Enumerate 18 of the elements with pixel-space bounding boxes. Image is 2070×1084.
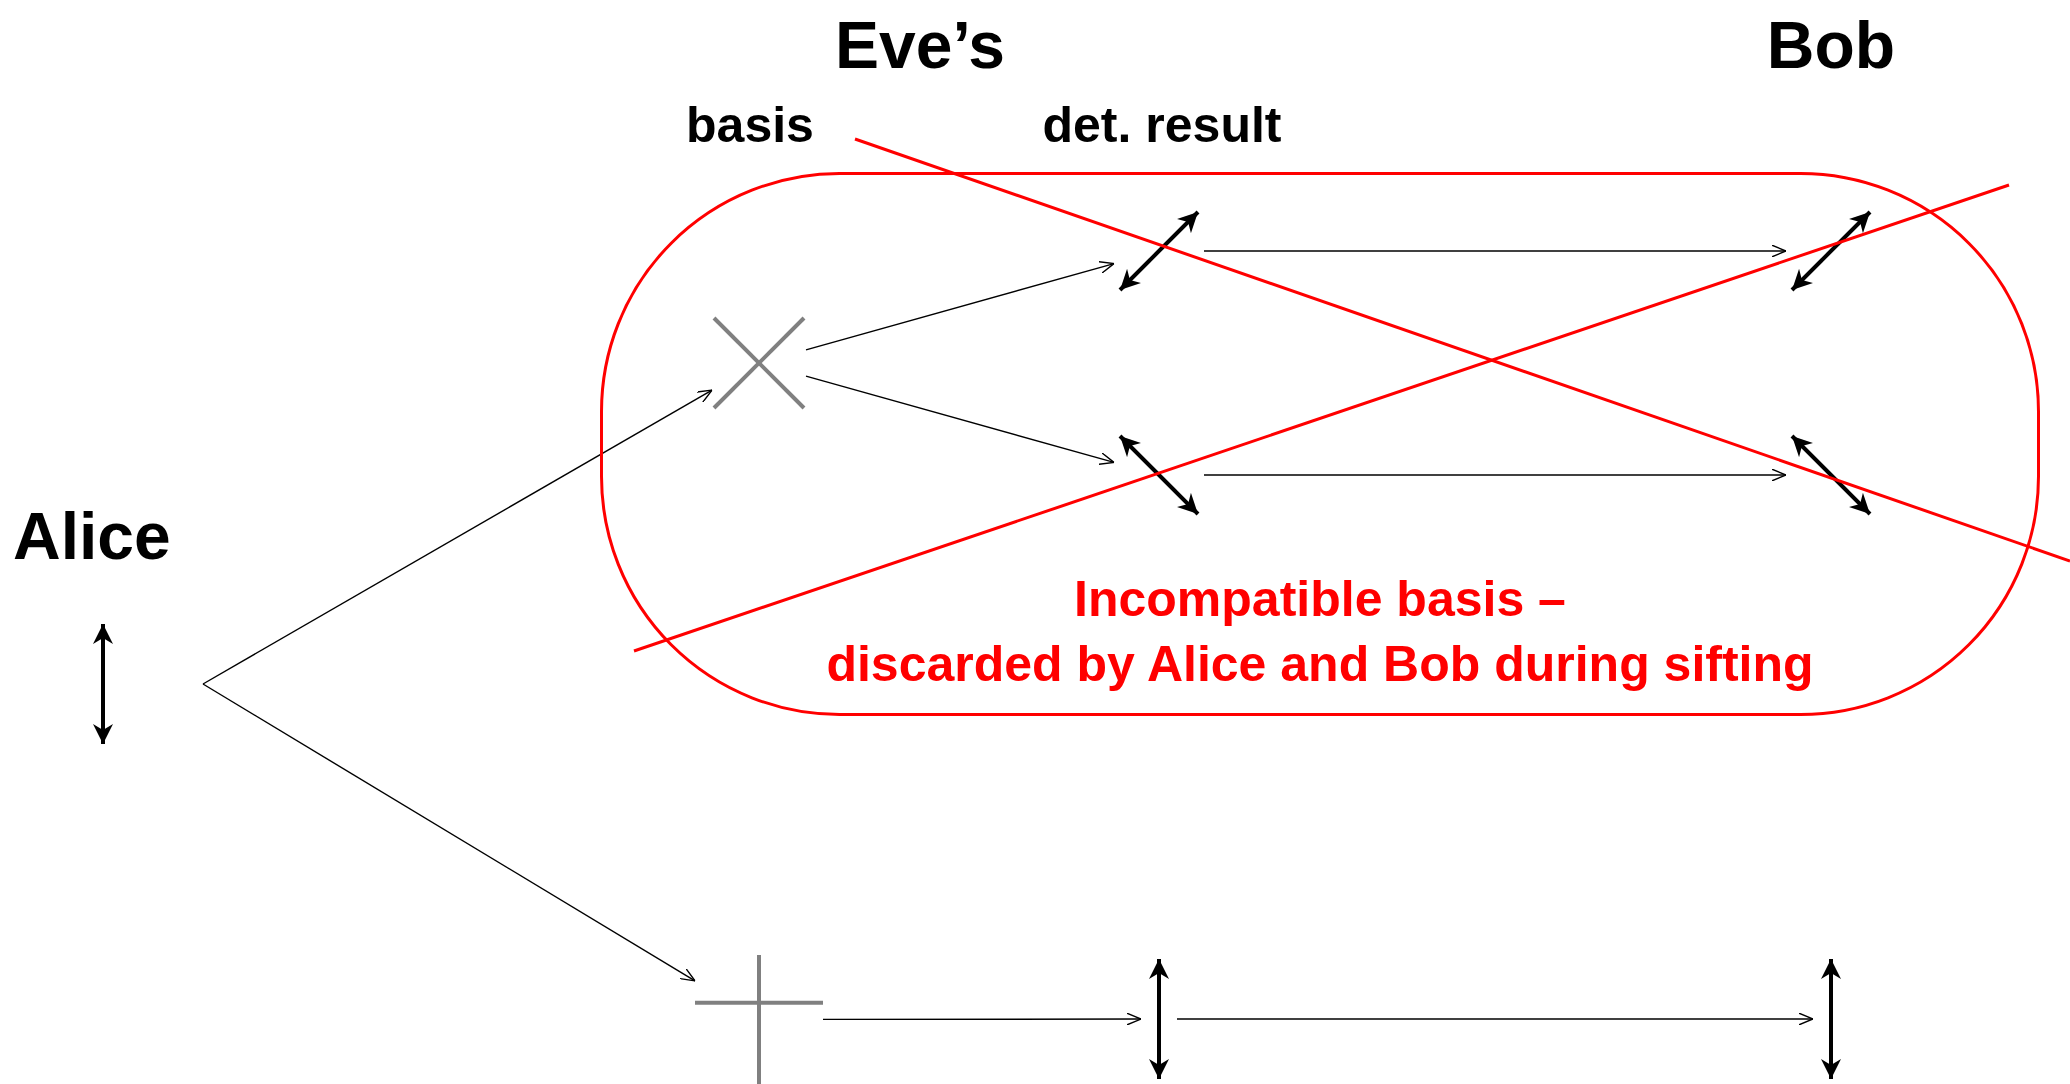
arrow <box>1203 244 1787 258</box>
arrow <box>1203 468 1787 482</box>
diagonal-basis-icon <box>712 316 806 410</box>
arrow <box>1176 1012 1814 1026</box>
discard-note: Incompatible basis – <box>1074 572 1566 627</box>
column-heading: Bob <box>1766 12 1896 78</box>
arrow <box>805 261 1115 351</box>
column-heading: det. result <box>1042 100 1282 150</box>
column-heading: Eve’s <box>835 12 1005 78</box>
arrow <box>822 1012 1142 1026</box>
discard-region <box>600 172 2040 716</box>
column-heading: basis <box>686 100 814 150</box>
rectilinear-basis-icon <box>695 955 823 1084</box>
arrow <box>202 389 713 685</box>
party-label: Alice <box>13 503 171 569</box>
arrow <box>805 375 1115 465</box>
arrow <box>202 683 696 982</box>
discard-note: discarded by Alice and Bob during sifting <box>826 637 1814 692</box>
